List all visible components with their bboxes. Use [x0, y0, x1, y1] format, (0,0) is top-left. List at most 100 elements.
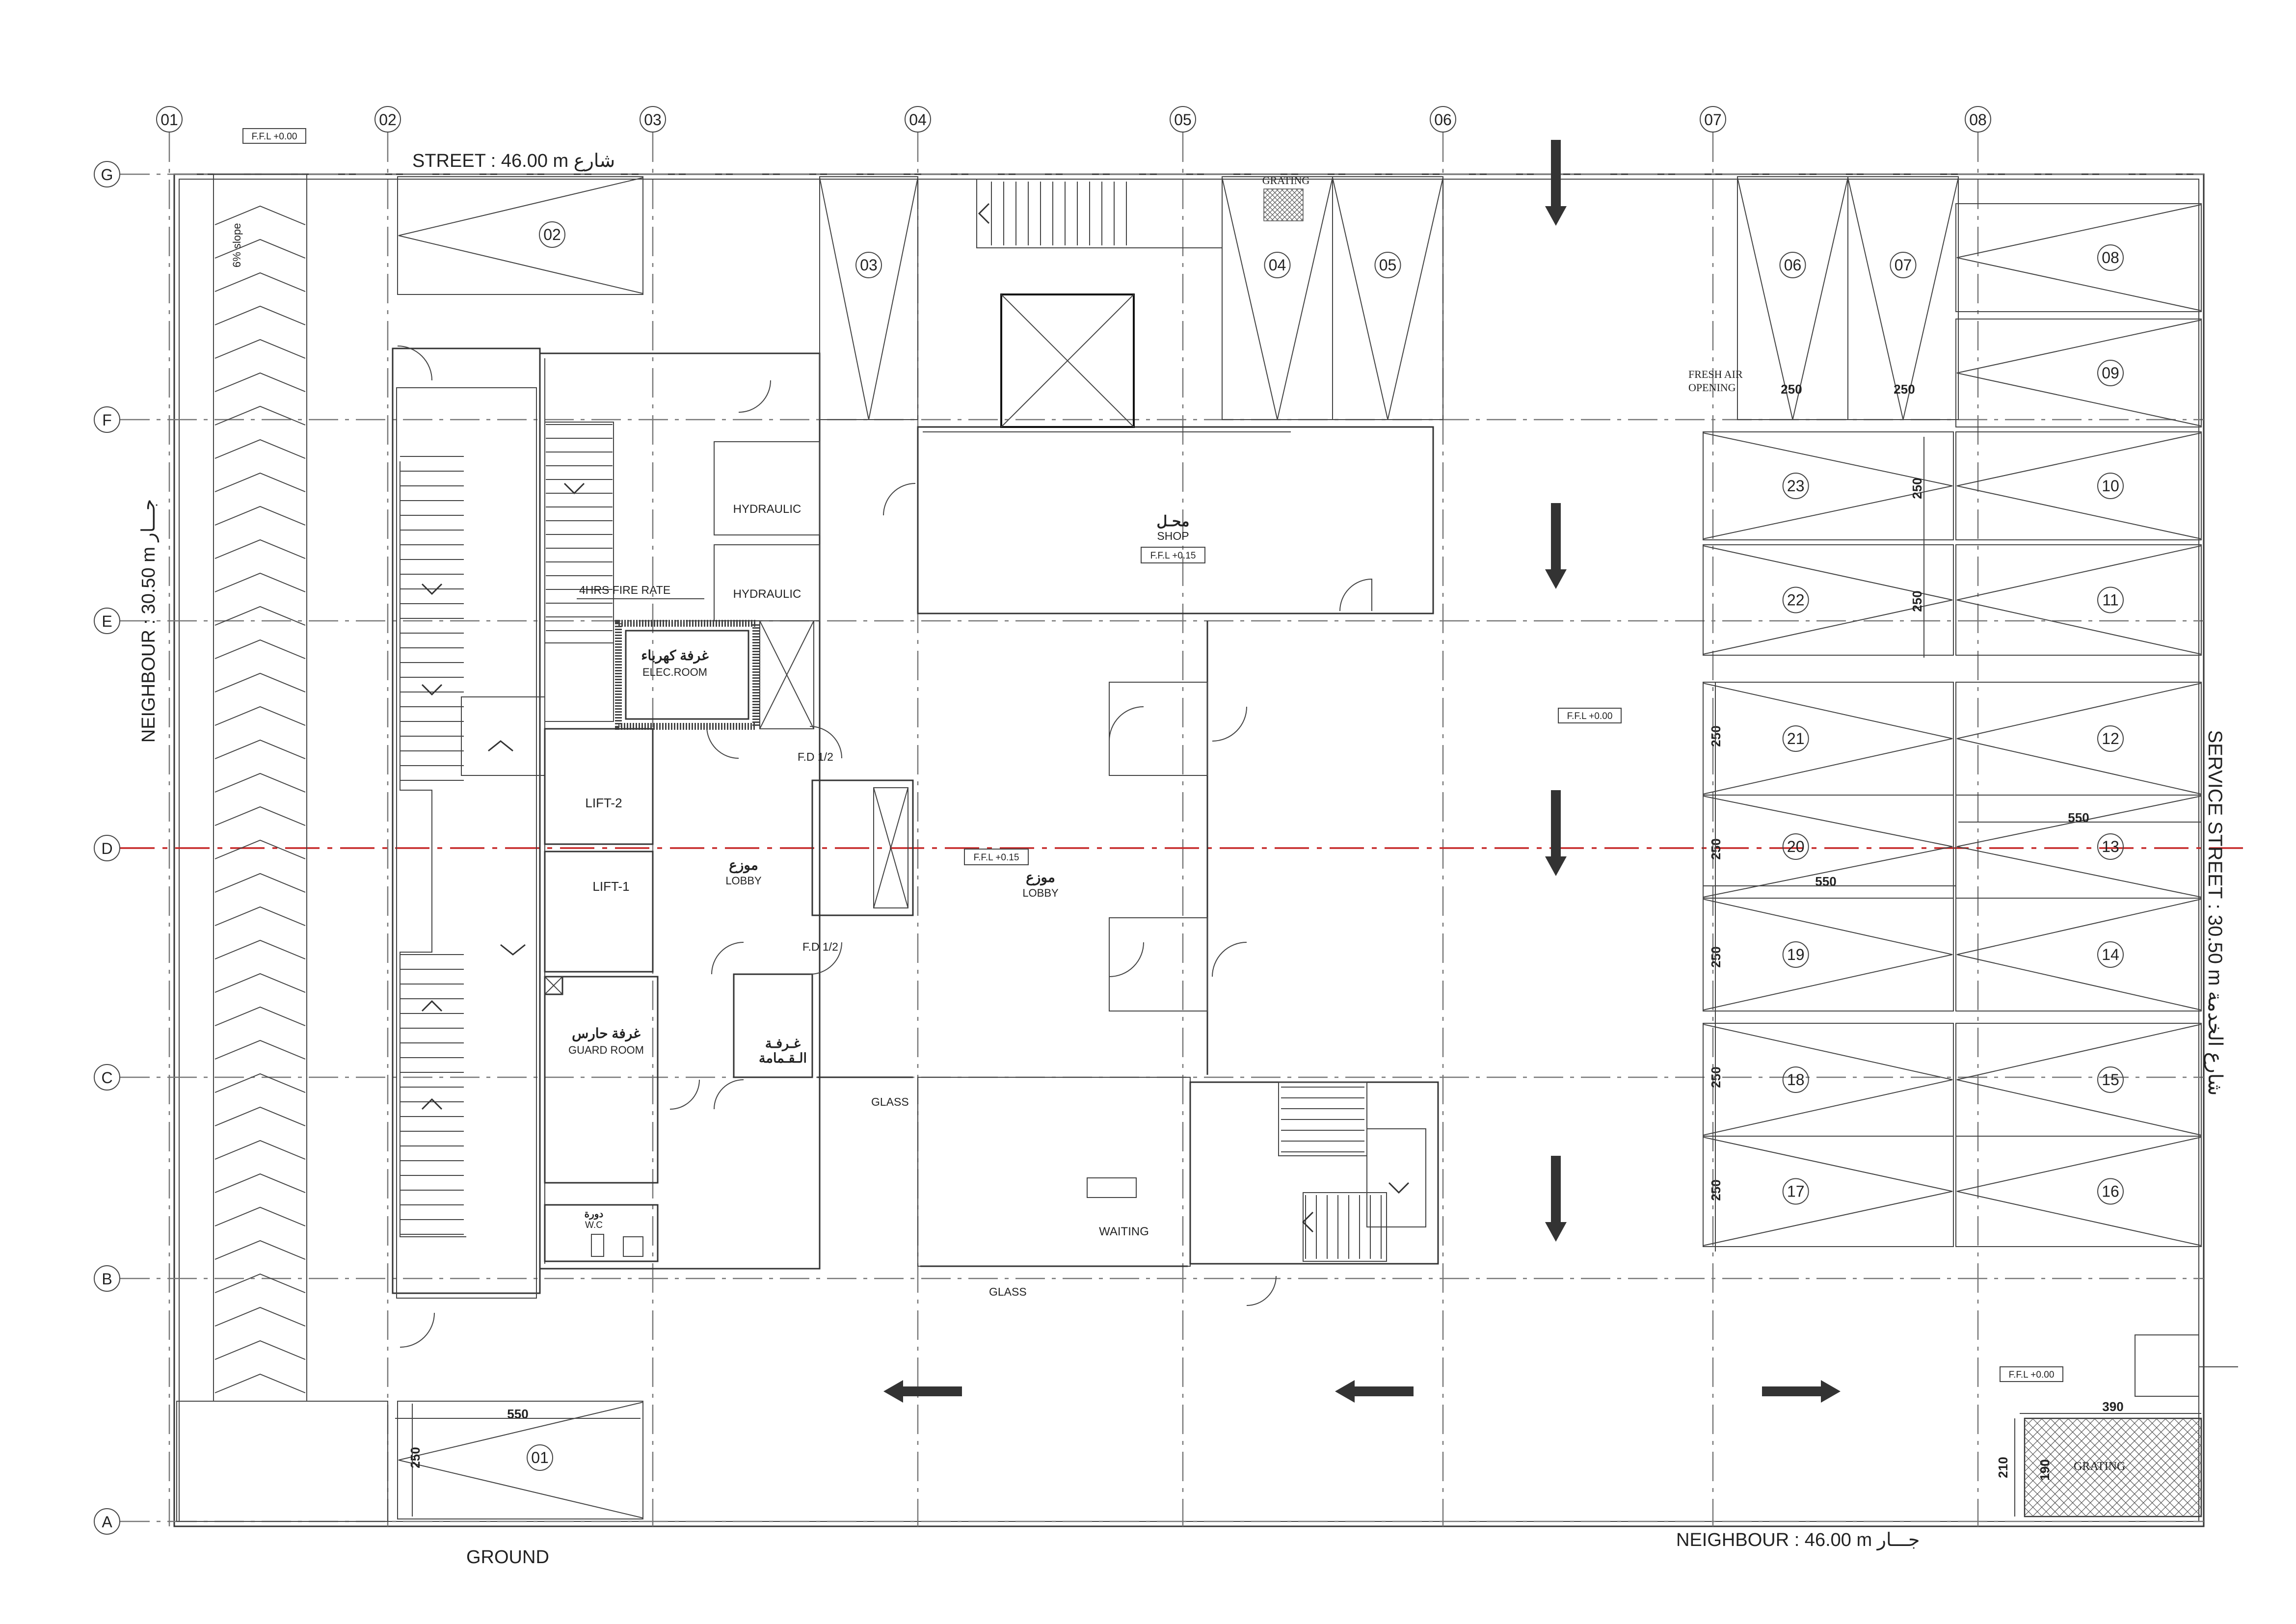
waiting-label: WAITING: [1099, 1225, 1149, 1238]
plot-boundary-inner: [179, 179, 2199, 1522]
hydraulic-room-2: [714, 544, 820, 621]
stair-landing: [544, 642, 614, 722]
parking-01: 01: [531, 1449, 549, 1466]
ffl-bottom-text: F.F.L +0.00: [2009, 1370, 2055, 1380]
parking-05: 05: [1379, 256, 1397, 274]
elec-room: [625, 630, 749, 720]
lift-1-label: LIFT-1: [592, 879, 629, 894]
ffl-tag-top: [242, 128, 306, 144]
plot-boundary: [173, 173, 2205, 1527]
parking-02: 02: [543, 226, 561, 243]
top-lift-shaft: [1000, 293, 1135, 428]
street-top-label: STREET : 46.00 m شارع: [412, 151, 615, 172]
lift-core-center: [811, 779, 914, 916]
parking-20: 20: [1787, 838, 1805, 855]
svg-text:250: 250: [1894, 382, 1915, 397]
ramp: [176, 174, 388, 1522]
grid-row-b: B: [102, 1270, 112, 1288]
grid-row-d: D: [101, 840, 112, 857]
ffl-lobby-text: F.F.L +0.15: [974, 852, 1019, 863]
fresh-air-2: OPENING: [1688, 381, 1736, 394]
ffl-top-text: F.F.L +0.00: [252, 132, 297, 142]
ffl-tag-lobby: [964, 849, 1029, 865]
top-stair: [976, 179, 1223, 248]
grid-row-a: A: [102, 1513, 112, 1531]
fd-2-label: F.D 1/2: [802, 940, 838, 953]
fire-rate-label: 4HRS FIRE RATE: [579, 584, 670, 596]
bottom-stair-core: [1189, 1081, 1439, 1265]
parking-07: 07: [1895, 256, 1912, 274]
traffic-arrows: [883, 140, 1841, 1403]
hydraulic-2-label: HYDRAULIC: [733, 587, 801, 601]
svg-text:550: 550: [507, 1407, 528, 1421]
lobby-1-ar: موزع: [729, 857, 758, 874]
guard-room: [544, 976, 659, 1184]
dimension-lines: [395, 437, 2201, 1517]
stair-upper: [544, 422, 614, 643]
grid-col-06: 06: [1434, 111, 1452, 129]
grid-col-07: 07: [1704, 111, 1722, 129]
hydraulic-room-1: [714, 441, 820, 535]
svg-text:550: 550: [1815, 874, 1836, 889]
parking-12: 12: [2102, 730, 2119, 747]
dimensions: 250 250 250 250 250 250 250 250 250 250 …: [408, 382, 2124, 1481]
lift-2: [544, 728, 654, 845]
parking-11: 11: [2102, 591, 2118, 609]
ffl-tag-shop: [1141, 547, 1205, 563]
garbage-room: [733, 973, 813, 1078]
svg-text:250: 250: [408, 1447, 423, 1468]
grid-col-08: 08: [1969, 111, 1987, 129]
glass-2-label: GLASS: [989, 1285, 1027, 1298]
svg-text:250: 250: [1910, 478, 1924, 499]
hydraulic-1-label: HYDRAULIC: [733, 503, 801, 516]
door-swings: [397, 346, 1277, 1348]
parking-03: 03: [860, 256, 878, 274]
wc-en: W.C: [585, 1220, 603, 1230]
ground-label: GROUND: [466, 1547, 549, 1568]
ffl-tag-bottom: [2000, 1366, 2063, 1382]
lobby-1-en: LOBBY: [725, 875, 762, 887]
shop-ar: محـل: [1157, 513, 1190, 530]
shaft: [759, 620, 814, 729]
parking-14: 14: [2102, 946, 2119, 963]
parking-15: 15: [2102, 1071, 2119, 1089]
elec-room-hatch: [615, 620, 759, 730]
parking-17: 17: [1787, 1183, 1805, 1200]
parking-21: 21: [1787, 730, 1805, 747]
parking-13: 13: [2102, 838, 2119, 855]
parking-09: 09: [2102, 364, 2119, 382]
grid-row-e: E: [102, 612, 112, 630]
garbage-ar-2: الـقـمامة: [759, 1051, 807, 1065]
service-street-label: SERVICE STREET : 30.50 m شارع الخدمة: [2204, 730, 2226, 1095]
parking-08: 08: [2102, 249, 2119, 266]
guard-room-en: GUARD ROOM: [568, 1044, 644, 1056]
neighbour-left-label: NEIGHBOUR : 30.50 m جـــار: [138, 499, 160, 743]
lift-2-label: LIFT-2: [585, 796, 622, 810]
guard-room-ar: غرفة حارس: [572, 1026, 641, 1042]
parking-10: 10: [2102, 477, 2119, 495]
stair-arrows: [421, 482, 585, 1110]
parking-23: 23: [1787, 477, 1805, 495]
grid-col-05: 05: [1174, 111, 1192, 129]
column-bubbles: 01 02 03 04 05 06 07 08: [156, 106, 1991, 133]
ffl-shop-text: F.F.L +0.15: [1150, 551, 1196, 561]
grid-row-g: G: [101, 166, 113, 184]
grid-col-04: 04: [909, 111, 927, 129]
svg-text:390: 390: [2102, 1399, 2123, 1414]
shop-en: SHOP: [1157, 530, 1189, 542]
garbage-ar-1: غـرفـة: [765, 1036, 801, 1052]
grating-bottom-label: GRATING: [2074, 1460, 2125, 1473]
shop-door: [1339, 578, 1372, 612]
lobby-2-ar: موزع: [1026, 870, 1055, 886]
fd-1-label: F.D 1/2: [798, 750, 833, 763]
grid-lines: [120, 133, 2204, 1526]
row-bubbles: G F E D C B A: [94, 161, 120, 1535]
grid-col-02: 02: [379, 111, 397, 129]
parking-22: 22: [1787, 591, 1805, 609]
neighbour-bottom-label: NEIGHBOUR : 46.00 m جـــار: [1676, 1530, 1920, 1551]
svg-text:550: 550: [2068, 810, 2089, 825]
elec-room-en: ELEC.ROOM: [642, 666, 707, 678]
elec-room-ar: غرفة كهرباء: [641, 648, 709, 664]
